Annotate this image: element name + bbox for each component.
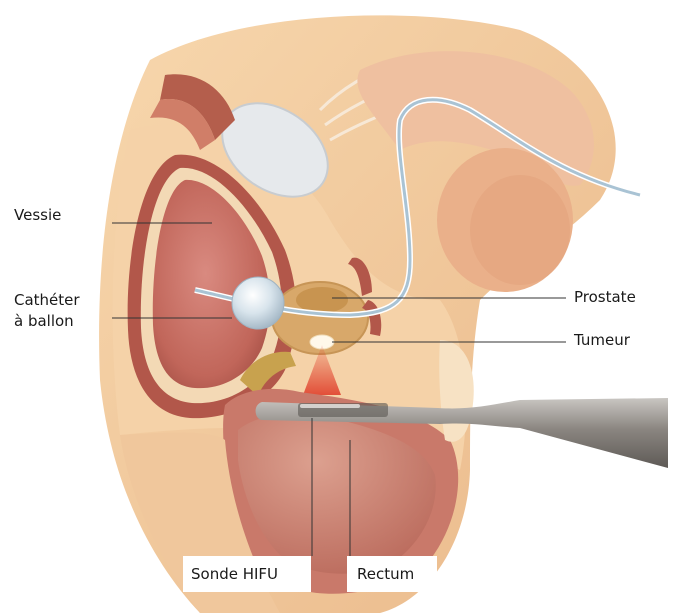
label-tumeur: Tumeur [574,330,630,351]
label-catheter-line1: Cathéter [14,290,80,311]
label-rectum: Rectum [357,564,414,585]
prostate-inner [296,287,348,313]
label-prostate: Prostate [574,287,636,308]
label-catheter-line2: à ballon [14,311,80,332]
testis-shade [470,175,570,285]
label-sonde-hifu: Sonde HIFU [191,564,278,585]
catheter-balloon [232,277,284,329]
label-vessie: Vessie [14,205,61,226]
probe-highlight [300,404,360,408]
label-catheter: Cathéter à ballon [14,290,80,332]
